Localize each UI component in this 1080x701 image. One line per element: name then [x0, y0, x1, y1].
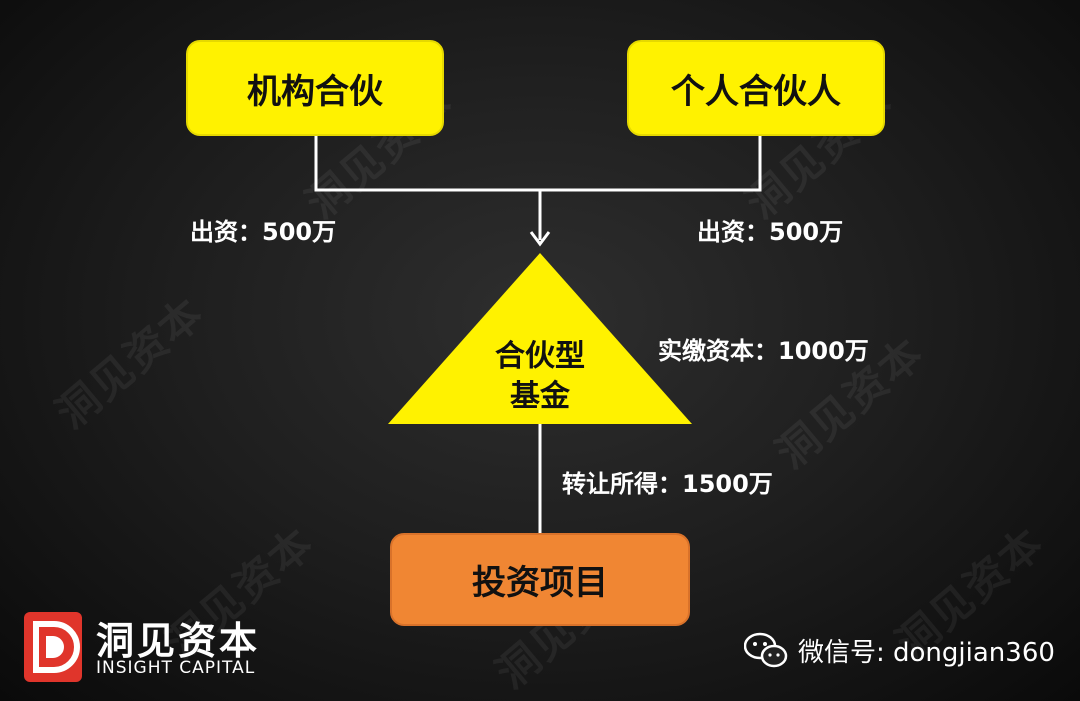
- institutional-partner-label: 机构合伙: [247, 71, 383, 112]
- wechat-info: 微信号: dongjian360: [744, 630, 1055, 670]
- left-contribution-label: 出资：500万: [190, 218, 337, 246]
- logo-mark-icon: [24, 612, 82, 682]
- transfer-proceeds-label: 转让所得：1500万: [562, 470, 773, 498]
- investment-project-node: 投资项目: [390, 533, 690, 626]
- individual-partner-label: 个人合伙人: [671, 71, 841, 112]
- right-contribution-label: 出资：500万: [697, 218, 844, 246]
- fund-label: 合伙型 基金: [440, 337, 640, 417]
- partner-merge-connector: [314, 136, 762, 192]
- institutional-partner-node: 机构合伙: [186, 40, 444, 136]
- fund-label-line2: 基金: [510, 379, 570, 414]
- arrow-down-icon: [529, 231, 551, 247]
- brand-name: 洞见资本: [96, 619, 261, 663]
- brand-subtitle: INSIGHT CAPITAL: [96, 658, 256, 678]
- wechat-icon: [744, 632, 788, 668]
- brand-logo: 洞见资本 INSIGHT CAPITAL: [22, 606, 282, 686]
- investment-project-label: 投资项目: [472, 563, 608, 603]
- individual-partner-node: 个人合伙人: [627, 40, 885, 136]
- paid-in-capital-label: 实缴资本：1000万: [658, 337, 869, 365]
- wechat-id-text: 微信号: dongjian360: [798, 637, 1055, 668]
- fund-triangle: [388, 253, 692, 424]
- fund-label-line1: 合伙型: [495, 339, 585, 374]
